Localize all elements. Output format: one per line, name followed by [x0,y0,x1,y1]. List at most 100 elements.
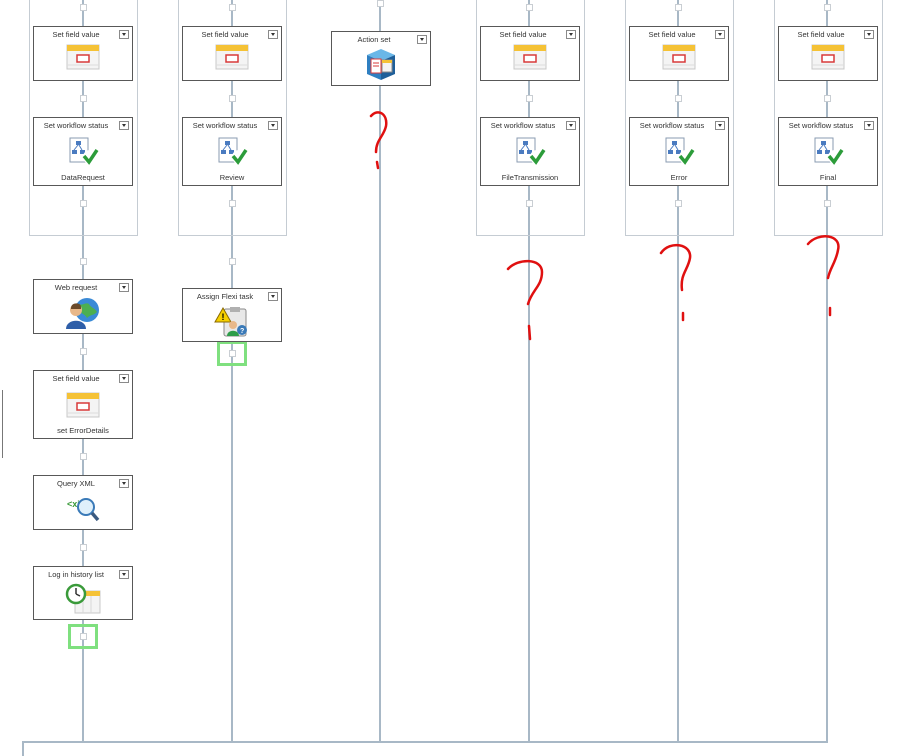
action-set-field-value[interactable]: Set field value [778,26,878,81]
web-request-icon [65,296,101,335]
connector[interactable] [229,4,236,11]
set-field-value-icon [662,43,696,76]
action-log-in-history-list[interactable]: Log in history list [33,566,133,620]
branch-line-3 [379,0,381,743]
action-menu-dropdown[interactable] [864,121,874,130]
action-query-xml[interactable]: Query XML <xi> [33,475,133,530]
action-menu-dropdown[interactable] [715,30,725,39]
action-menu-dropdown[interactable] [119,30,129,39]
connector[interactable] [80,633,87,640]
action-menu-dropdown[interactable] [268,292,278,301]
action-title: Set workflow status [192,121,258,130]
connector[interactable] [80,95,87,102]
connector[interactable] [675,200,682,207]
left-edge-border [2,390,3,458]
action-menu-dropdown[interactable] [119,570,129,579]
action-set-workflow-status[interactable]: Set workflow status Error [629,117,729,186]
action-menu-dropdown[interactable] [119,121,129,130]
connector[interactable] [526,4,533,11]
branch-line-2 [231,0,233,743]
action-title: Query XML [57,479,95,488]
connector[interactable] [526,200,533,207]
workflow-status-icon [67,136,99,171]
action-title: Set field value [201,30,249,39]
action-menu-dropdown[interactable] [119,374,129,383]
action-title: Set workflow status [788,121,854,130]
connector[interactable] [80,4,87,11]
action-title: Set field value [499,30,547,39]
action-caption: Final [819,173,837,182]
action-menu-dropdown[interactable] [268,30,278,39]
connector[interactable] [229,258,236,265]
action-caption: set ErrorDetails [57,426,109,435]
question-mark-annotation [527,324,532,341]
action-menu-dropdown[interactable] [566,121,576,130]
action-menu-dropdown[interactable] [566,30,576,39]
action-set-workflow-status[interactable]: Set workflow status Final [778,117,878,186]
merge-down-line [22,741,24,756]
connector[interactable] [229,350,236,357]
action-title: Set field value [52,30,100,39]
workflow-status-icon [514,136,546,171]
connector[interactable] [80,348,87,355]
connector[interactable] [377,0,384,7]
action-set-workflow-status[interactable]: Set workflow status FileTransmission [480,117,580,186]
action-set-field-value[interactable]: Set field value [480,26,580,81]
action-caption: Error [670,173,688,182]
workflow-status-icon [812,136,844,171]
connector[interactable] [80,544,87,551]
branch-line-5 [677,0,679,743]
highlighted-drop-target[interactable] [217,341,247,366]
action-menu-dropdown[interactable] [417,35,427,44]
action-set-workflow-status[interactable]: Set workflow status Review [182,117,282,186]
action-set-field-value[interactable]: Set field value set ErrorDetails [33,370,133,439]
question-mark-annotation [806,235,840,280]
branch-group-4 [476,0,585,236]
connector[interactable] [229,95,236,102]
connector[interactable] [526,95,533,102]
connector[interactable] [80,200,87,207]
action-action-set[interactable]: Action set [331,31,431,86]
set-field-value-icon [66,43,100,76]
connector[interactable] [824,200,831,207]
action-set-field-value[interactable]: Set field value [182,26,282,81]
action-title: Set workflow status [490,121,556,130]
svg-text:?: ? [240,328,244,335]
connector[interactable] [675,95,682,102]
action-set-workflow-status[interactable]: Set workflow status DataRequest [33,117,133,186]
action-title: Assign Flexi task [196,292,254,301]
branch-line-4 [528,0,530,743]
action-set-field-value[interactable]: Set field value [629,26,729,81]
connector[interactable] [824,4,831,11]
action-web-request[interactable]: Web request [33,279,133,334]
highlighted-drop-target[interactable] [68,624,98,649]
branch-group-2 [178,0,287,236]
action-menu-dropdown[interactable] [268,121,278,130]
action-menu-dropdown[interactable] [864,30,874,39]
set-field-value-icon [66,391,100,424]
svg-text:<xi>: <xi> [67,499,85,509]
action-title: Set field value [797,30,845,39]
workflow-status-icon [663,136,695,171]
question-mark-annotation [506,259,544,306]
action-title: Log in history list [48,570,104,579]
action-title: Action set [357,35,391,44]
action-assign-flexi-task[interactable]: Assign Flexi task !? [182,288,282,342]
workflow-status-icon [216,136,248,171]
action-menu-dropdown[interactable] [715,121,725,130]
connector[interactable] [229,200,236,207]
branch-group-5 [625,0,734,236]
connector[interactable] [675,4,682,11]
question-mark-annotation [375,160,380,170]
connector[interactable] [80,258,87,265]
connector[interactable] [80,453,87,460]
question-mark-annotation [659,243,692,292]
action-caption: DataRequest [61,173,105,182]
action-caption: FileTransmission [501,173,559,182]
connector[interactable] [824,95,831,102]
action-menu-dropdown[interactable] [119,283,129,292]
set-field-value-icon [513,43,547,76]
action-menu-dropdown[interactable] [119,479,129,488]
action-set-field-value[interactable]: Set field value [33,26,133,81]
